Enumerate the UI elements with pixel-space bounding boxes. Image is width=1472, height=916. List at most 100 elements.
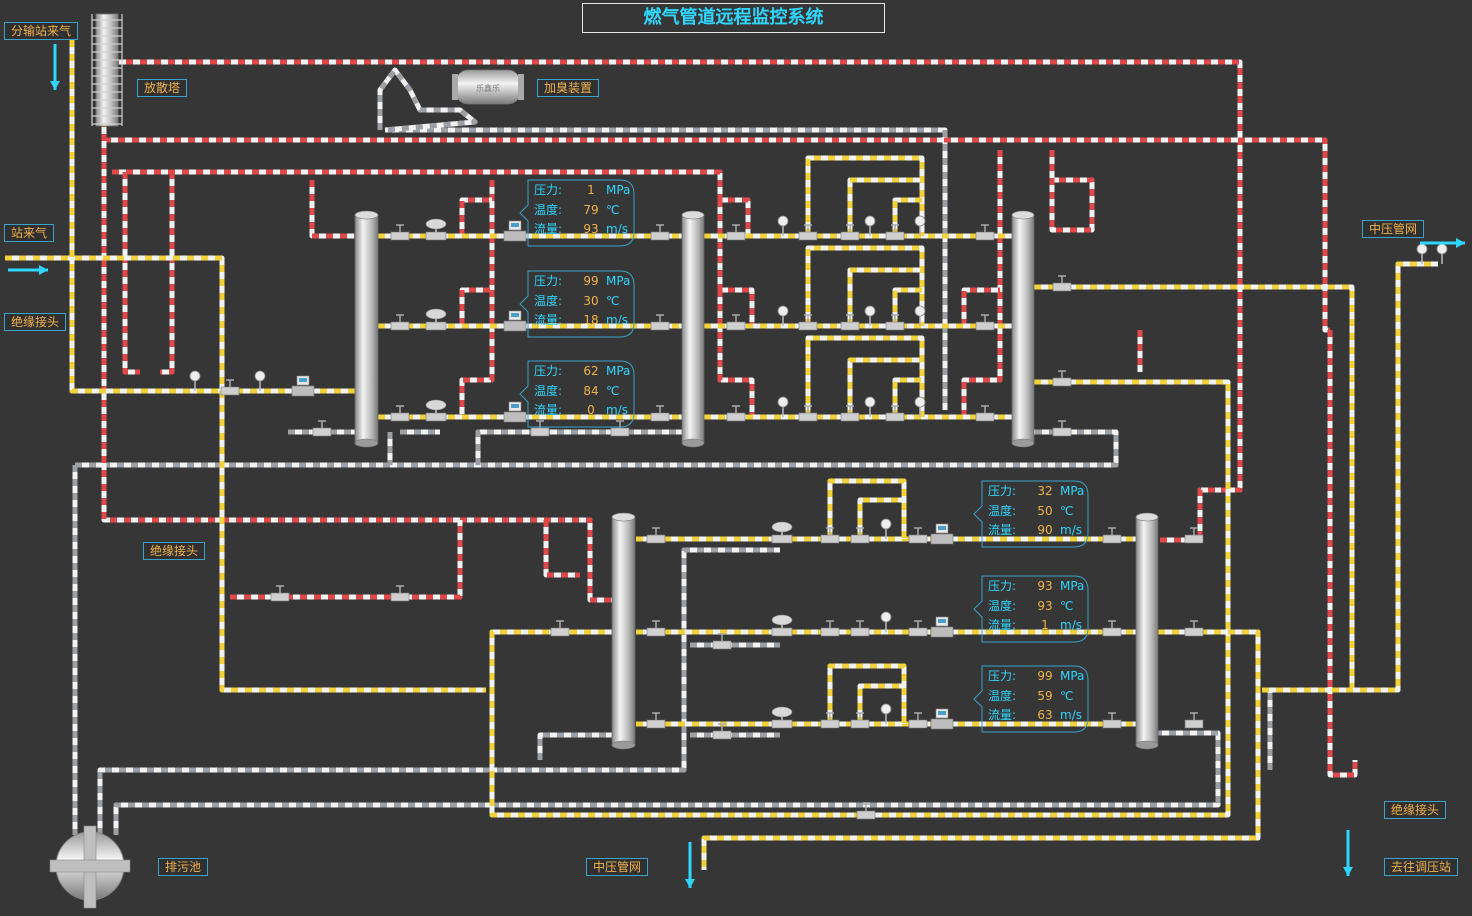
vent-pipe-segment [309,180,355,239]
temperature-unit: ℃ [606,203,620,217]
gauge-callout-1 [519,179,635,247]
temperature-key: 温度: [534,294,563,308]
valve-icon [650,314,670,331]
regulator-icon [771,521,793,544]
mp-network-right-arrow [1420,238,1465,248]
pressure-key: 压力: [534,364,563,378]
vent-pipe-segment [717,290,755,417]
flow-value: 90 [1037,523,1053,537]
pressure-value: 99 [583,274,599,288]
manifold-header-5 [1135,512,1159,750]
valve-icon [840,224,860,241]
valve-icon [850,620,870,637]
valve-icon [646,712,666,729]
pressure-value: 62 [583,364,599,378]
flow-key: 流量: [534,313,563,327]
page-title: 燃气管道远程监控系统 [582,3,885,33]
gauge-callout-3 [519,360,635,428]
flow-key: 流量: [988,708,1017,722]
pressure-gauge-icon [880,518,892,539]
gauge-callout-2 [519,270,635,338]
pressure-unit: MPa [606,274,631,288]
valve-icon [726,405,746,422]
pressure-unit: MPa [606,183,631,197]
pressure-gauge-icon [777,215,789,236]
flow-value: 93 [583,222,599,236]
valve-icon [798,224,818,241]
mp-network-right-label: 中压管网 [1362,220,1425,238]
pressure-key: 压力: [988,669,1017,683]
pressure-gauge-icon [880,611,892,632]
pressure-value: 32 [1037,484,1053,498]
vent-pipe-segment [160,172,175,375]
insulating-joint-label-2: 绝缘接头 [143,542,206,560]
odorizer-label: 加臭装置 [537,79,600,97]
flow-key: 流量: [988,618,1017,632]
drain-pipe-segment [377,67,478,133]
flow-unit: m/s [606,222,628,236]
gauge-callout-6 [973,665,1089,733]
pressure-gauge-icon [254,370,266,391]
temperature-unit: ℃ [606,384,620,398]
gas-pipe-segment [827,663,907,724]
valve-icon [975,224,995,241]
vent-tower-label: 放散塔 [137,79,188,97]
pressure-gauge-icon [914,396,926,417]
valve-icon [312,420,332,437]
gas-pipe-segment [892,377,922,417]
equipment-layer: 乐鑫乐 [49,13,1448,909]
flow-key: 流量: [988,523,1017,537]
gas-pipe-segment [5,255,355,394]
drain-pipe-segment [97,547,780,835]
vent-pipe-segment [230,520,463,600]
gas-pipe-segment [69,40,225,394]
valve-icon [1102,712,1122,729]
temperature-key: 温度: [534,203,563,217]
valve-icon [726,224,746,241]
gas-pipe-segment [847,267,922,326]
valve-icon [850,712,870,729]
pressure-key: 压力: [534,183,563,197]
flow-unit: m/s [1060,523,1082,537]
mp-network-bottom-arrow [685,842,695,888]
vent-pipe-segment [1049,150,1095,233]
valve-icon [646,527,666,544]
vent-pipe-segment [122,172,140,375]
temperature-key: 温度: [988,504,1017,518]
manifold-header-3 [1011,210,1035,448]
valve-icon [820,712,840,729]
pressure-unit: MPa [1060,579,1085,593]
drain-pipe-segment [475,429,682,465]
flow-meter-icon [930,616,954,638]
regulator-icon [771,614,793,637]
valve-icon [1102,527,1122,544]
vent-pipe-segment [961,287,1000,326]
valve-icon [1102,620,1122,637]
insulating-joint-label-1: 绝缘接头 [4,313,67,331]
temperature-value: 93 [1037,599,1053,613]
vent-pipe-network [101,59,1358,778]
insulating-joint-label-3: 绝缘接头 [1384,801,1447,819]
pressure-unit: MPa [1060,484,1085,498]
manifold-header-2 [681,210,705,448]
mp-network-bottom-label: 中压管网 [586,858,649,876]
pressure-key: 压力: [534,274,563,288]
sewage-pool-label: 排污池 [158,858,209,876]
to-regulator-arrow [1343,830,1353,876]
valve-icon [550,620,570,637]
gas-pipe-segment [1262,261,1438,693]
valve-icon [885,224,905,241]
valve-icon [820,527,840,544]
vent-pipe-segment [961,236,1003,417]
flow-meter-icon [930,523,954,545]
valve-icon [712,633,732,650]
temperature-value: 30 [583,294,599,308]
valve-icon [1184,620,1204,637]
vent-pipe-segment [964,150,1003,239]
manifold-header-4 [611,512,636,750]
valve-icon [646,620,666,637]
valve-icon [712,723,732,740]
